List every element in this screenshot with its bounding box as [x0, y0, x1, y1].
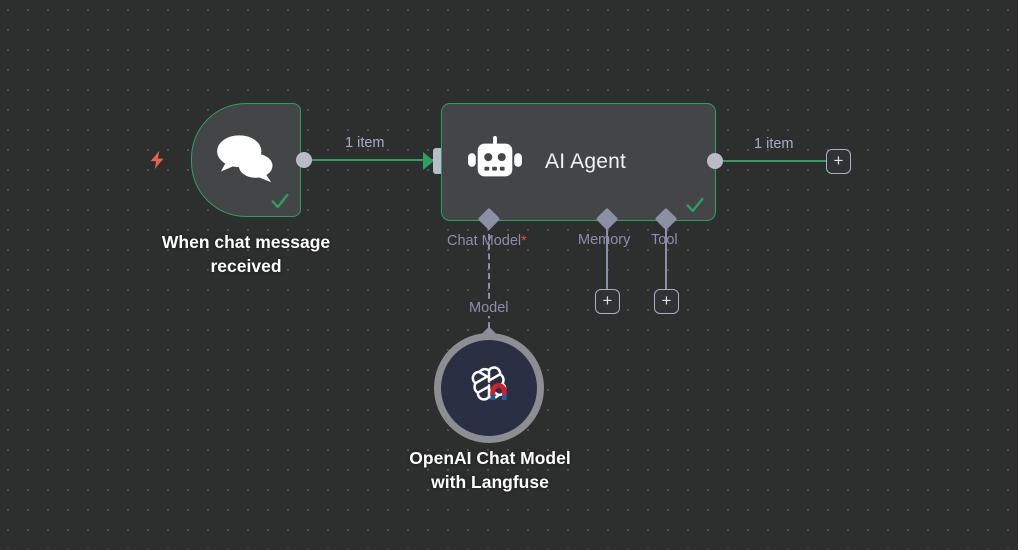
- lightning-bolt-icon: [146, 147, 168, 173]
- openai-langfuse-icon: [466, 363, 512, 414]
- connection-label-model: Model: [466, 300, 512, 316]
- connection-tool-stub[interactable]: [665, 224, 668, 290]
- connection-agent-to-chat-model[interactable]: [488, 224, 490, 338]
- robot-icon: [466, 135, 524, 190]
- connection-agent-to-add[interactable]: [715, 159, 827, 163]
- sub-port-label-memory: Memory: [578, 232, 631, 248]
- agent-output-port[interactable]: [707, 153, 723, 169]
- status-success-icon: [686, 197, 704, 213]
- agent-input-port[interactable]: [433, 148, 443, 174]
- required-asterisk-icon: *: [521, 232, 527, 248]
- node-ai-agent[interactable]: AI Agent: [441, 103, 716, 221]
- add-node-button[interactable]: +: [826, 149, 851, 174]
- chat-bubbles-icon: [215, 131, 277, 190]
- trigger-output-port[interactable]: [296, 152, 312, 168]
- sub-port-label-tool: Tool: [651, 232, 678, 248]
- status-success-icon: [271, 193, 289, 209]
- connection-memory-stub[interactable]: [606, 224, 609, 290]
- sub-port-label-text: Chat Model: [447, 233, 522, 249]
- sub-port-label-chat-model: Chat Model*: [447, 232, 527, 249]
- langfuse-magnet-badge: [490, 382, 507, 400]
- agent-output-item-count-label: 1 item: [754, 136, 794, 152]
- node-caption-trigger: When chat message received: [161, 232, 331, 277]
- node-when-chat-message-received[interactable]: [191, 103, 301, 217]
- node-caption-line-1: OpenAI Chat Model: [409, 448, 571, 468]
- connection-trigger-to-agent[interactable]: [306, 158, 434, 162]
- connection-arrow-icon: [423, 152, 434, 170]
- node-caption-openai: OpenAI Chat Model with Langfuse: [380, 446, 600, 494]
- node-openai-chat-model[interactable]: [434, 333, 544, 443]
- node-caption-line-2: with Langfuse: [431, 472, 549, 493]
- add-memory-button[interactable]: +: [595, 289, 620, 314]
- connection-item-count-label: 1 item: [345, 135, 385, 151]
- node-title-ai-agent: AI Agent: [545, 150, 626, 173]
- add-tool-button[interactable]: +: [654, 289, 679, 314]
